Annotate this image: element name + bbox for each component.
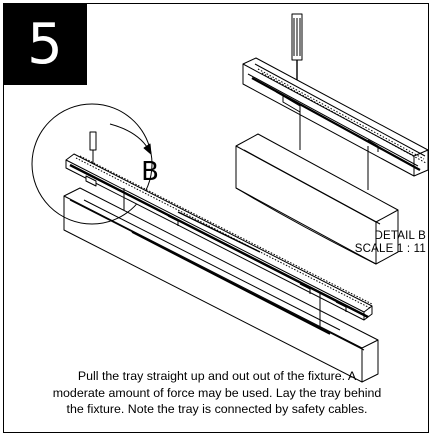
instruction-text: Pull the tray straight up and out out of… — [8, 368, 426, 418]
instruction-line-2: moderate amount of force may be used. La… — [52, 385, 382, 400]
instruction-line-3: the fixture. Note the tray is connected … — [66, 402, 368, 416]
step-number-badge: 5 — [3, 3, 87, 85]
detail-callout — [31, 103, 153, 225]
callout-letter: B — [141, 157, 159, 187]
main-fixture-assembly — [63, 131, 379, 383]
detail-title: DETAIL B — [374, 230, 426, 242]
detail-caption: DETAIL B SCALE 1 : 11 — [330, 230, 426, 256]
instruction-line-1: Pull the tray straight up and out out of… — [77, 369, 357, 383]
step-number: 5 — [27, 11, 63, 77]
detail-b-assembly — [235, 13, 429, 265]
detail-scale: SCALE 1 : 11 — [354, 243, 426, 255]
